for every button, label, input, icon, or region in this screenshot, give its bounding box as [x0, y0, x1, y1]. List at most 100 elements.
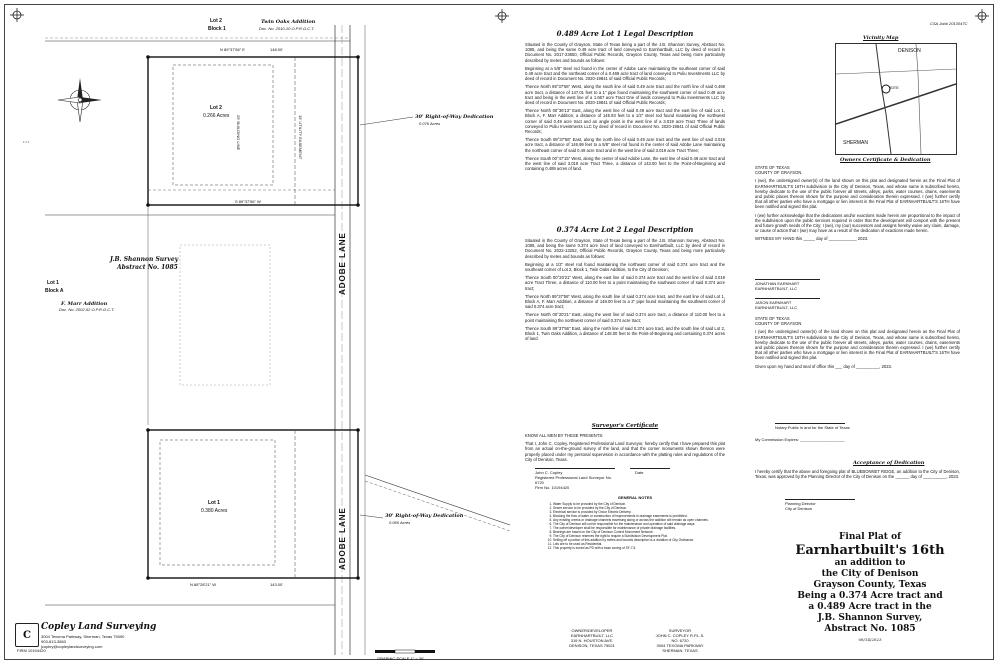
surveyor-no: NO. 6720: [671, 638, 689, 643]
legal-description-lot2: 0.374 Acre Lot 2 Legal Description Situa…: [525, 225, 725, 344]
general-notes: GENERAL NOTES Water Supply to be provide…: [545, 495, 725, 550]
desc2-p6: Thence South 89°37'56" East, along the n…: [525, 325, 725, 342]
owner-cert-title: Owners Certificate & Dedication: [840, 157, 931, 163]
note-item: Sewer service to be provided by the City…: [553, 506, 725, 510]
note-item: Water Supply to be provided by the City …: [553, 502, 725, 506]
owner-address-block: OWNER/DEVELOPER EARNHARTBUILT, LLC 319 N…: [557, 628, 627, 648]
bearing-top: N 89°37'56" E: [220, 47, 245, 52]
notary-signature-line[interactable]: [775, 423, 845, 424]
owner-cert-para1: I (we), the undersigned owner(s) of the …: [755, 178, 960, 210]
plat-sheet: Lot 2 Block 1 Twin Oaks Addition Doc. No…: [4, 4, 994, 661]
surveyor-addr2: SHERMAN, TEXAS: [662, 648, 698, 653]
director-signature-line[interactable]: [785, 499, 855, 500]
row-bottom-label: 30' Right-of-Way Dedication: [385, 513, 464, 519]
desc2-p2: Beginning at a 1/2" steel rod found main…: [525, 261, 725, 273]
desc1-p1: Situated in the County of Grayson, State…: [525, 42, 725, 63]
bearing-bottom: N 88°28'21" W: [190, 582, 217, 587]
vicinity-site-label: SITE: [890, 85, 899, 90]
crosshair-icon: [975, 9, 989, 23]
road-label-lower: ADOBE LANE: [338, 507, 347, 570]
desc1-p4: Thence North 00°36'13" East, along the w…: [525, 108, 725, 135]
surveyor-label: SURVEYOR: [668, 628, 692, 633]
director-title: Planning Director: [785, 501, 816, 506]
lot2-area: 0.266 Acres: [203, 113, 230, 119]
notary-section: STATE OF TEXAS COUNTY OF GRAYSON I (we) …: [755, 316, 960, 372]
bearing-mid: S 89°37'56" W: [235, 199, 261, 204]
lot2-top-label: Lot 2: [210, 18, 222, 24]
block1-top-label: Block 1: [208, 26, 226, 32]
desc2-p5: Thence North 00°20'21" East, along the w…: [525, 312, 725, 323]
dist-top: 148.00': [270, 47, 283, 52]
note-item: The owner/developer shall be responsible…: [553, 526, 725, 530]
utility-easement-label: 15' UTILITY EASEMENT: [298, 115, 303, 160]
surveyor-address-block: SURVEYOR JOHN C. COPLEY R.P.L.S. NO. 672…: [645, 628, 715, 653]
vicinity-city2: SHERMAN: [843, 140, 869, 146]
company-phone: 903-813-3863: [41, 639, 66, 644]
building-line-label: 25' BUILDING LINE: [236, 115, 241, 151]
note-item: Any existing creeks or drainage channels…: [553, 518, 725, 522]
surveyor-sig-title: Registered Professional Land Surveyor No…: [535, 475, 612, 485]
basis-of-bearings-note: • • •: [23, 139, 30, 144]
note-item: Lots are to be used as Residential.: [553, 542, 725, 546]
dist-bottom: 143.00': [270, 582, 283, 587]
owner-signature-line-1[interactable]: [755, 279, 820, 280]
director-city: City of Denison: [785, 506, 813, 511]
lot1-name: Lot 1: [208, 500, 220, 506]
vicinity-map: [835, 43, 957, 155]
note-item: Bearings are based on the City of Deniso…: [553, 530, 725, 534]
desc1-p5: Thence South 89°37'56" East, along the n…: [525, 137, 725, 153]
owner-signature-line-2[interactable]: [755, 298, 820, 299]
desc2-title: 0.374 Acre Lot 2 Legal Description: [556, 225, 694, 234]
owner-addr1: 319 N. HOUSTON AVE.: [570, 638, 614, 643]
scale-bar: [375, 649, 435, 654]
title-line-4: the City of Denison: [821, 569, 919, 579]
owner-cert-para2: I (we) further acknowledge that the dedi…: [755, 212, 960, 234]
company-address: 3004 Texoma Parkway, Sherman, Texas 7509…: [41, 634, 125, 639]
title-line-5: Grayson County, Texas: [813, 580, 927, 590]
desc2-p1: Situated in the County of Grayson, State…: [525, 238, 725, 259]
owner-sig2-name: JASON EARNHART: [755, 300, 792, 305]
title-line-2: Earnhartbuilt's 16th: [795, 543, 945, 558]
survey-abstract: Abstract No. 1085: [117, 264, 178, 271]
title-line-9: Abstract No. 1085: [824, 624, 916, 634]
title-line-1: Final Plat of: [839, 532, 901, 542]
surveyor-cert-title: Surveyor's Certificate: [591, 423, 659, 429]
owner-name: EARNHARTBUILT, LLC: [570, 633, 614, 638]
note-item: The City of Denison reserves the right t…: [553, 534, 725, 538]
owner-cert-witness: WITNESS MY HAND this _____ day of ______…: [755, 236, 869, 242]
owner-certificate: STATE OF TEXAS COUNTY OF GRAYSON I (we),…: [755, 165, 960, 245]
row-bottom-area: 0.060 Acres: [389, 520, 411, 525]
surveyor-cert-body: That I, John C. Copley, Registered Profe…: [525, 441, 725, 462]
owner-sig2-company: EARNHARTBUILT, LLC: [755, 305, 798, 310]
surveyor-certificate: Surveyor's Certificate KNOW ALL MEN BY T…: [525, 423, 725, 465]
surveyor-date-label: Date: [635, 470, 644, 475]
surveyor-sig-name: John C. Copley: [535, 470, 563, 475]
owner-sig1-name: JONATHAN EARNHART: [755, 281, 800, 286]
notary-state: STATE OF TEXAS: [755, 316, 790, 321]
marr-title: F. Marr Addition: [61, 301, 108, 307]
crosshair-icon: [495, 9, 509, 23]
surveyor-signature-line[interactable]: [535, 468, 615, 469]
title-date: 08/14/2023: [858, 637, 882, 642]
twin-oaks-title: Twin Oaks Addition: [261, 19, 316, 25]
company-email: jcopley@copleylandsurveying.com: [41, 644, 103, 649]
survey-title: J.B. Shannon Survey: [110, 256, 179, 263]
scale-label: GRAPHIC SCALE 1" = 30': [377, 656, 424, 661]
desc1-p2: Beginning at a 5/8" steel rod found in t…: [525, 65, 725, 82]
north-arrow-icon: [57, 78, 102, 123]
acceptance-body: I hereby certify that the above and fore…: [755, 469, 960, 480]
road-label-upper: ADOBE LANE: [338, 232, 347, 295]
row-top-area: 0.076 Acres: [419, 121, 441, 126]
surveyor-addr1: 3004 TEXOMA PARKWAY: [656, 643, 704, 648]
notary-given: Given upon my hand and seal of office th…: [755, 363, 893, 369]
notary-para: I (we) the undersigned owner(s) of the l…: [755, 329, 960, 361]
note-item: Selling off a portion of this addition b…: [553, 538, 725, 542]
desc2-p4: Thence North 89°37'56" West, along the s…: [525, 293, 725, 310]
general-notes-title: GENERAL NOTES: [617, 495, 653, 500]
marr-ref: Doc. No. 2002-52 O.P.R.G.C.T.: [59, 307, 115, 312]
desc1-p3: Thence North 89°37'56" West, along the s…: [525, 84, 725, 106]
lot2-name: Lot 2: [210, 105, 222, 111]
desc1-title: 0.489 Acre Lot 1 Legal Description: [556, 29, 694, 38]
surveyor-date-line[interactable]: [630, 468, 670, 469]
acceptance-section: I hereby certify that the above and fore…: [755, 469, 960, 482]
